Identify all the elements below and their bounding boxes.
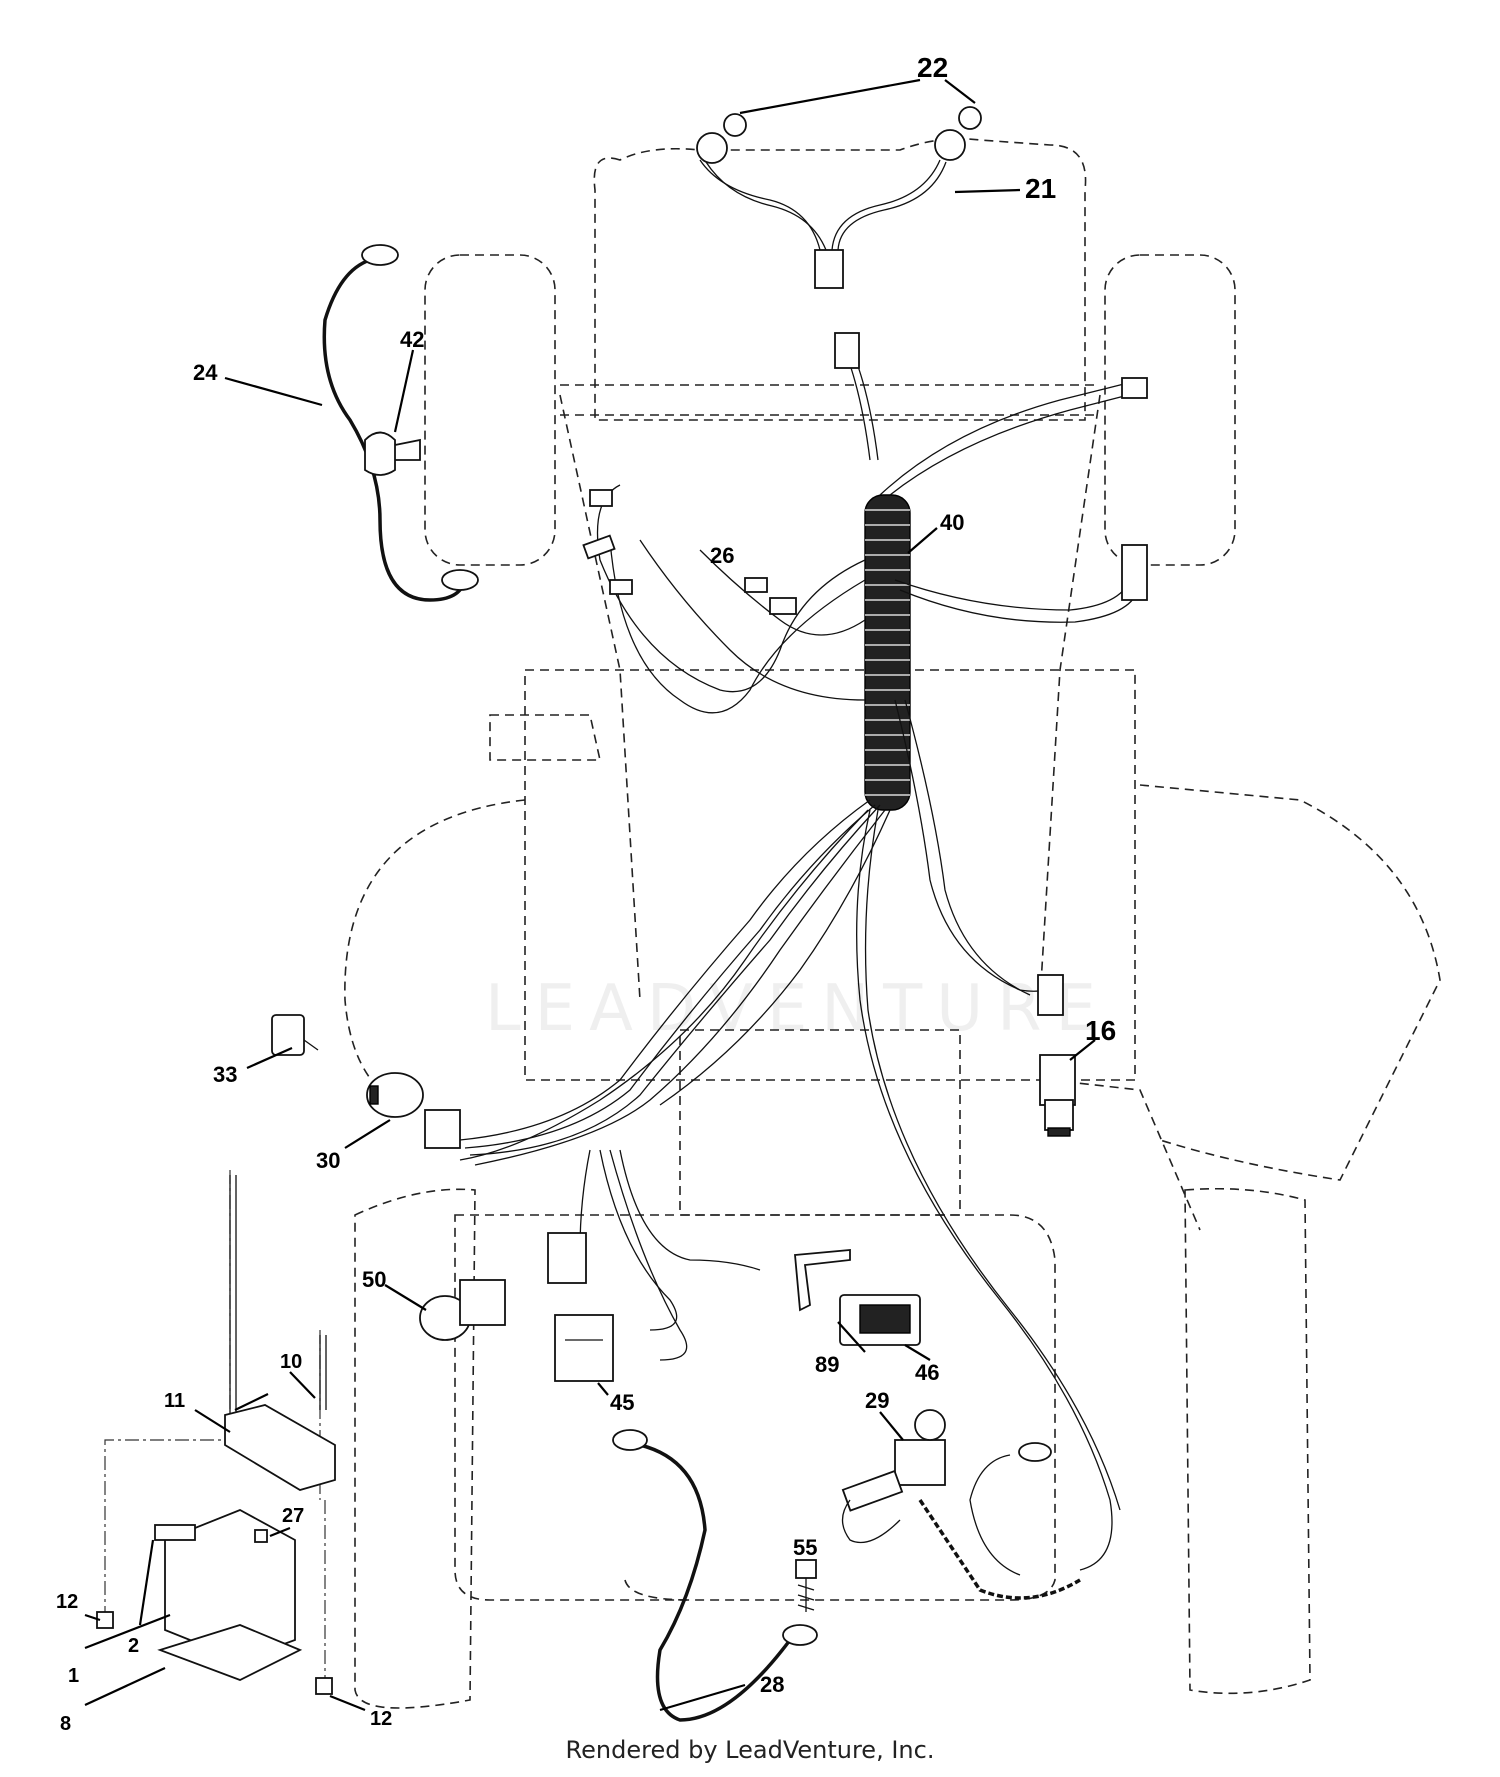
loom-40: [864, 494, 911, 811]
callout-21: 21: [1025, 173, 1056, 204]
callout-12-top: 12: [56, 1591, 78, 1613]
part-30: [366, 1072, 461, 1149]
harness-connectors: [582, 377, 1148, 1016]
part-89: [794, 1249, 851, 1312]
callout-33: 33: [213, 1062, 237, 1087]
part-55: [795, 1559, 817, 1612]
callout-55: 55: [793, 1535, 817, 1560]
footer-credit: Rendered by LeadVenture, Inc.: [565, 1736, 935, 1764]
callout-29: 29: [865, 1388, 889, 1413]
part-42: [364, 431, 421, 476]
callout-24: 24: [193, 360, 218, 385]
part-45: [554, 1314, 614, 1382]
callout-12-bottom: 12: [370, 1708, 392, 1730]
part-33: [271, 1014, 319, 1056]
part-46: [839, 1294, 921, 1346]
callout-10: 10: [280, 1351, 302, 1373]
callout-46: 46: [915, 1360, 939, 1385]
callout-40: 40: [940, 510, 964, 535]
callout-16: 16: [1085, 1015, 1116, 1046]
coil-cord: [841, 1442, 1081, 1600]
part-50: [419, 1279, 506, 1341]
callout-1: 1: [68, 1665, 79, 1687]
ground-cable-24: [322, 244, 479, 602]
callout-45: 45: [610, 1390, 634, 1415]
callout-30: 30: [316, 1148, 340, 1173]
callout-11: 11: [164, 1390, 185, 1412]
callout-50: 50: [362, 1267, 386, 1292]
connector-block: [547, 1232, 587, 1284]
callout-26: 26: [710, 543, 734, 568]
battery-assembly: [96, 1175, 336, 1695]
leader-lines: [84, 78, 1096, 1712]
callout-2: 2: [128, 1635, 139, 1657]
battery-cable-28: [612, 1429, 818, 1722]
callout-22: 22: [917, 52, 948, 83]
part-29: [894, 1409, 946, 1486]
callout-labels: 22 21 24 42 40 26 16 33 30 50 10 11 27 2…: [56, 52, 1116, 1735]
callout-28: 28: [760, 1672, 784, 1697]
watermark: LEADVENTURE: [485, 972, 1110, 1046]
callout-42: 42: [400, 327, 424, 352]
callout-8: 8: [60, 1713, 71, 1735]
chassis-outline: [344, 137, 1441, 1709]
callout-89: 89: [815, 1352, 839, 1377]
headlight-harness: [696, 106, 982, 461]
callout-27: 27: [282, 1505, 304, 1527]
wire-bundles: [459, 379, 1141, 1571]
part-16: [1039, 1054, 1076, 1137]
